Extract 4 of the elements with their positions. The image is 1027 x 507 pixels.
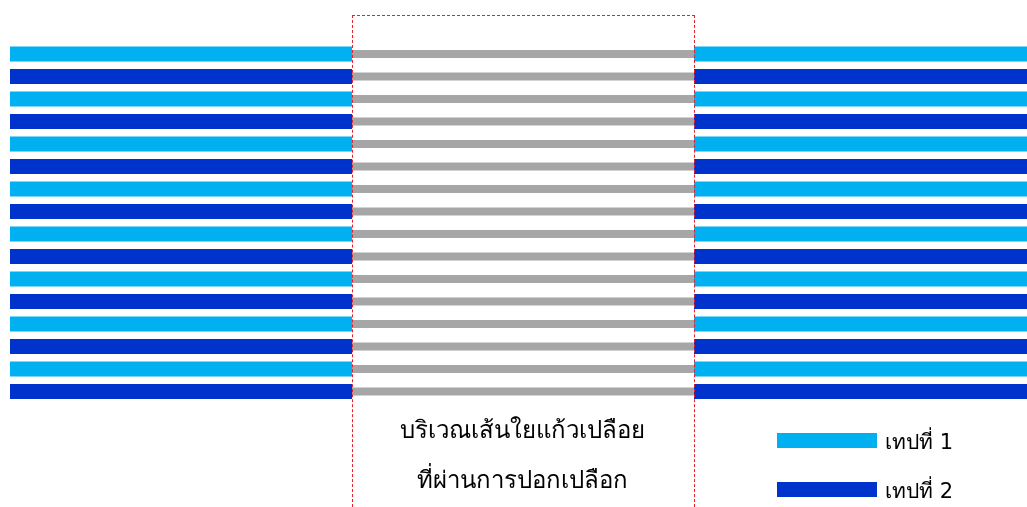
- region-label: บริเวณเส้นใยแก้วเปลือย ที่ผ่านการปอกเปลือก: [399, 415, 646, 496]
- legend-label: เทปที่ 2: [885, 474, 954, 507]
- stripped-region-outline: [352, 15, 695, 507]
- legend-label: เทปที่ 1: [885, 425, 954, 458]
